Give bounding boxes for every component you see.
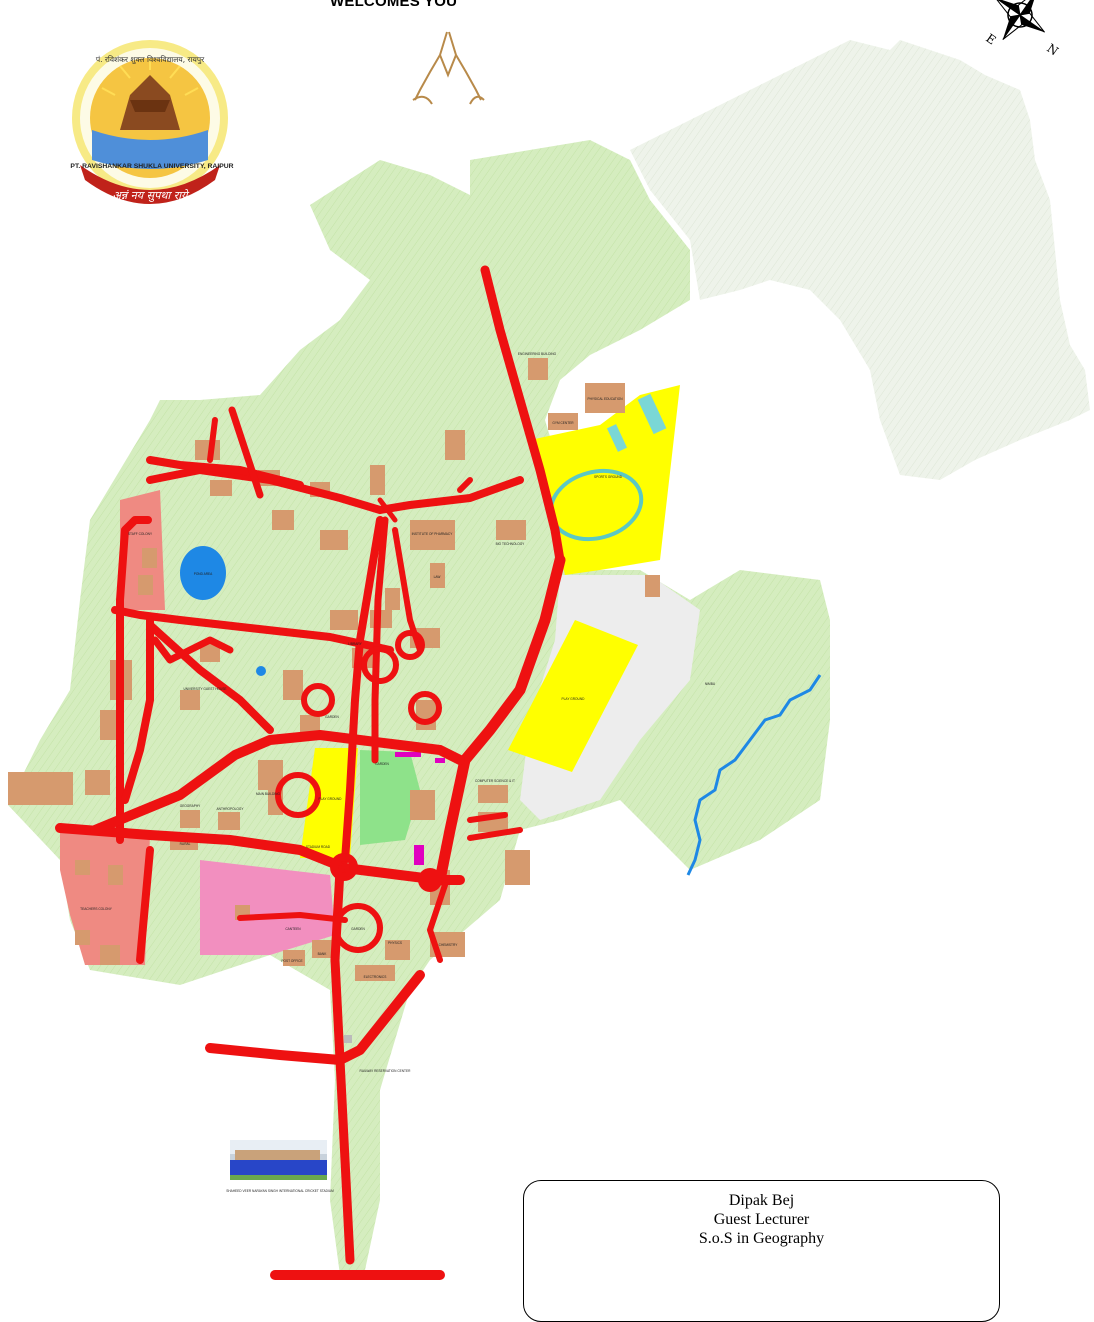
author-role: Guest Lecturer — [713, 1211, 810, 1228]
label-physical-edu: PHYSICAL EDUCATION — [587, 397, 623, 401]
label-play-ground-2: PLAY GROUND — [319, 797, 343, 801]
label-geography: GEOGRAPHY — [180, 804, 201, 808]
campus-map: ENGINEERING BUILDING PHYSICAL EDUCATION … — [8, 0, 1090, 1280]
label-play-ground: PLAY GROUND — [562, 697, 586, 701]
logo-motto: अन्नं नय सुपथा राये — [113, 189, 191, 202]
namaste-hands-icon — [412, 31, 485, 105]
label-pond: POND AREA — [194, 572, 213, 576]
label-anthropology: ANTHROPOLOGY — [217, 807, 245, 811]
sports-ground — [530, 385, 680, 575]
compass-e: E — [983, 31, 998, 47]
label-engineering: ENGINEERING BUILDING — [518, 352, 557, 356]
label-rural: RURAL — [180, 842, 191, 846]
author-info-box: Dipak Bej Guest Lecturer S.o.S in Geogra… — [523, 1180, 1000, 1322]
label-staff-colony: STAFF COLONY — [128, 532, 153, 536]
label-sports-ground: SPORTS GROUND — [594, 475, 623, 479]
label-guest-house: UNIVERSITY GUEST HOUSE — [183, 687, 226, 691]
label-physics: PHYSICS — [388, 941, 402, 945]
label-bio-tech: BIO TECHNOLOGY — [496, 542, 526, 546]
label-electronics: ELECTRONICS — [364, 975, 387, 979]
label-library: LIBRARY — [348, 642, 362, 646]
play-ground-east — [508, 620, 638, 772]
label-computer: COMPUTER SCIENCE & IT — [475, 779, 515, 783]
university-logo — [72, 40, 228, 204]
roads — [55, 265, 566, 1280]
author-name: Dipak Bej — [728, 1192, 795, 1209]
label-law: LAW — [434, 575, 441, 579]
author-department: S.o.S in Geography — [698, 1230, 825, 1247]
label-stadium: SHAHEED VEER NARAYAN SINGH INTERNATIONAL… — [226, 1189, 334, 1193]
stadium-photo — [230, 1140, 327, 1180]
logo-english: PT. RAVISHANKAR SHUKLA UNIVERSITY, RAIPU… — [70, 163, 233, 170]
label-railway: RAILWAY RESERVATION CENTER — [360, 1069, 412, 1073]
logo-hindi: पं. रविशंकर शुक्ल विश्वविद्यालय, रायपुर — [96, 55, 205, 65]
welcome-title: WELCOMES YOU — [330, 0, 458, 10]
compass-icon — [995, 0, 1045, 40]
label-gym: GYM CENTER — [552, 421, 574, 425]
label-main-building: MAIN BUILDING — [256, 792, 280, 796]
label-stadium-road: STADIUM ROAD — [306, 845, 331, 849]
label-garden-2: GARDEN — [325, 715, 339, 719]
label-post-office: POST OFFICE — [281, 959, 302, 963]
compass-n: N — [1044, 41, 1061, 58]
label-bank: BANK — [318, 952, 328, 956]
teachers-colony-area — [60, 830, 150, 965]
label-nimbu: NIMBU — [705, 682, 716, 686]
label-teachers-colony: TEACHERS COLONY — [80, 907, 113, 911]
label-pharmacy: INSTITUTE OF PHARMACY — [412, 532, 454, 536]
pond — [180, 546, 226, 600]
label-garden-3: GARDEN — [351, 927, 365, 931]
pink-zone — [200, 860, 335, 955]
river — [686, 674, 822, 876]
roundabout — [330, 853, 358, 881]
label-chemistry: CHEMISTRY — [439, 943, 459, 947]
label-canteen: CANTEEN — [285, 927, 301, 931]
label-garden: GARDEN — [375, 762, 389, 766]
northeast-open-land — [630, 40, 1090, 480]
